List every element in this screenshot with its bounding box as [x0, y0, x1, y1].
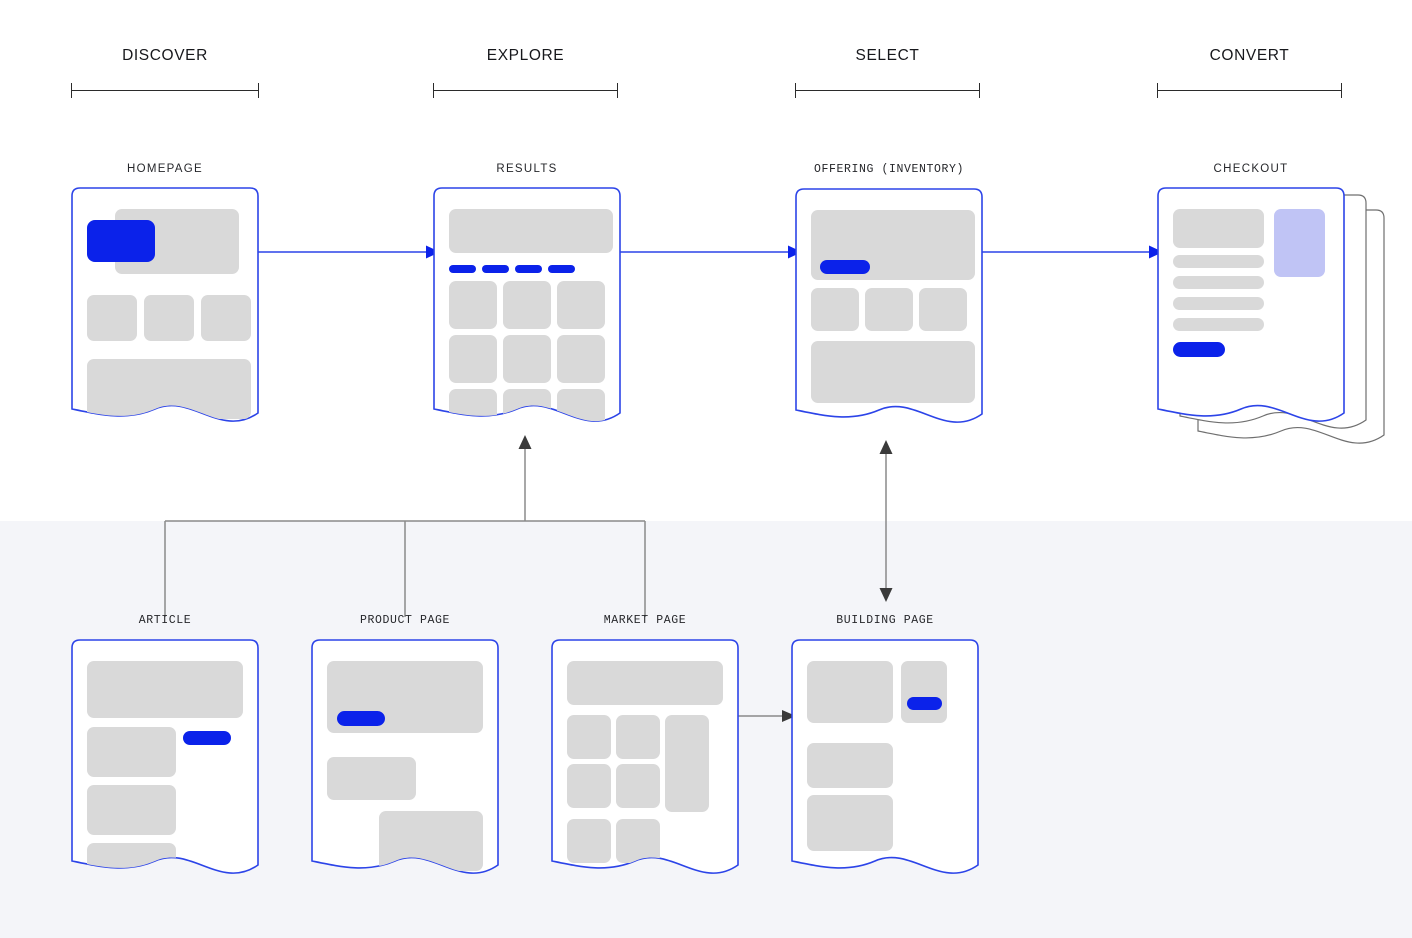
- node-results[interactable]: RESULTS: [433, 163, 621, 427]
- phase-bracket: [1157, 83, 1342, 99]
- node-market-page[interactable]: MARKET PAGE: [551, 614, 739, 879]
- page-card-market[interactable]: [551, 639, 739, 879]
- filter-pill[interactable]: [482, 265, 509, 273]
- detail-tile: [865, 288, 913, 331]
- phase-discover: DISCOVER: [71, 47, 259, 99]
- page-card-results[interactable]: [433, 187, 621, 427]
- summary-block: [1173, 209, 1264, 248]
- market-tile: [616, 715, 660, 759]
- page-card-checkout[interactable]: [1157, 187, 1387, 477]
- primary-cta-block[interactable]: [87, 220, 155, 262]
- card-tile: [201, 295, 251, 341]
- market-tile: [616, 819, 660, 863]
- market-header-block: [567, 661, 723, 705]
- form-field-line[interactable]: [1173, 255, 1264, 268]
- article-hero-block: [87, 661, 243, 718]
- flow-double-arrow-offering-building: [879, 440, 893, 602]
- node-title: OFFERING (INVENTORY): [813, 163, 965, 176]
- phase-select: SELECT: [795, 47, 980, 99]
- search-header-block: [449, 209, 613, 253]
- phase-label: CONVERT: [1209, 47, 1290, 64]
- flow-arrow-homepage-to-results: [254, 245, 440, 259]
- phase-convert: CONVERT: [1157, 47, 1342, 99]
- result-tile: [449, 281, 497, 329]
- node-title: RESULTS: [496, 163, 558, 175]
- flow-arrow-market-to-building: [738, 710, 796, 722]
- footer-block: [811, 341, 975, 403]
- card-tile: [87, 295, 137, 341]
- node-title: ARTICLE: [138, 614, 192, 627]
- result-tile: [557, 281, 605, 329]
- page-card-building[interactable]: [791, 639, 979, 879]
- node-building-page[interactable]: BUILDING PAGE: [791, 614, 979, 879]
- product-detail-block: [327, 757, 416, 800]
- result-tile: [449, 335, 497, 383]
- node-title: MARKET PAGE: [603, 614, 687, 627]
- flow-arrow-results-to-offering: [616, 245, 802, 259]
- article-body-block: [87, 727, 176, 777]
- filter-pill[interactable]: [548, 265, 575, 273]
- result-tile: [557, 335, 605, 383]
- phase-explore: EXPLORE: [433, 47, 618, 99]
- building-body-block: [807, 795, 893, 851]
- node-checkout[interactable]: CHECKOUT: [1157, 163, 1387, 477]
- node-article[interactable]: ARTICLE: [71, 614, 259, 879]
- order-summary-panel: [1274, 209, 1325, 277]
- building-cta-pill[interactable]: [907, 697, 942, 710]
- article-body-block: [87, 785, 176, 835]
- detail-tile: [811, 288, 859, 331]
- building-hero-block: [807, 661, 893, 723]
- page-card-product[interactable]: [311, 639, 499, 879]
- node-title: BUILDING PAGE: [836, 614, 934, 627]
- form-field-line[interactable]: [1173, 276, 1264, 289]
- market-tile: [567, 715, 611, 759]
- filter-pill[interactable]: [449, 265, 476, 273]
- building-body-block: [807, 743, 893, 788]
- market-feature-tile: [665, 715, 709, 812]
- place-order-button[interactable]: [1173, 342, 1225, 357]
- node-product-page[interactable]: PRODUCT PAGE: [311, 614, 499, 879]
- card-tile: [144, 295, 194, 341]
- product-cta-pill[interactable]: [337, 711, 385, 726]
- phase-bracket: [71, 83, 259, 99]
- phase-label: EXPLORE: [486, 47, 565, 64]
- result-tile: [503, 281, 551, 329]
- page-card-homepage[interactable]: [71, 187, 259, 427]
- market-tile: [616, 764, 660, 808]
- form-field-line[interactable]: [1173, 318, 1264, 331]
- market-tile: [567, 819, 611, 863]
- phase-bracket: [795, 83, 980, 99]
- phase-label: SELECT: [855, 47, 920, 64]
- form-field-line[interactable]: [1173, 297, 1264, 310]
- phase-bracket: [433, 83, 618, 99]
- flow-tree-secondary-to-results: [164, 435, 646, 617]
- node-title: CHECKOUT: [1213, 163, 1289, 175]
- node-offering-inventory[interactable]: OFFERING (INVENTORY): [795, 163, 983, 428]
- flow-arrow-offering-to-checkout: [977, 245, 1163, 259]
- filter-pill[interactable]: [515, 265, 542, 273]
- node-homepage[interactable]: HOMEPAGE: [71, 163, 259, 427]
- page-card-article[interactable]: [71, 639, 259, 879]
- page-card-offering[interactable]: [795, 188, 983, 428]
- article-cta-pill[interactable]: [183, 731, 231, 745]
- node-title: PRODUCT PAGE: [359, 614, 450, 627]
- market-tile: [567, 764, 611, 808]
- phase-label: DISCOVER: [122, 47, 208, 64]
- node-title: HOMEPAGE: [126, 163, 203, 175]
- result-tile: [503, 335, 551, 383]
- detail-tile: [919, 288, 967, 331]
- building-side-panel: [901, 661, 947, 723]
- primary-cta-pill[interactable]: [820, 260, 870, 274]
